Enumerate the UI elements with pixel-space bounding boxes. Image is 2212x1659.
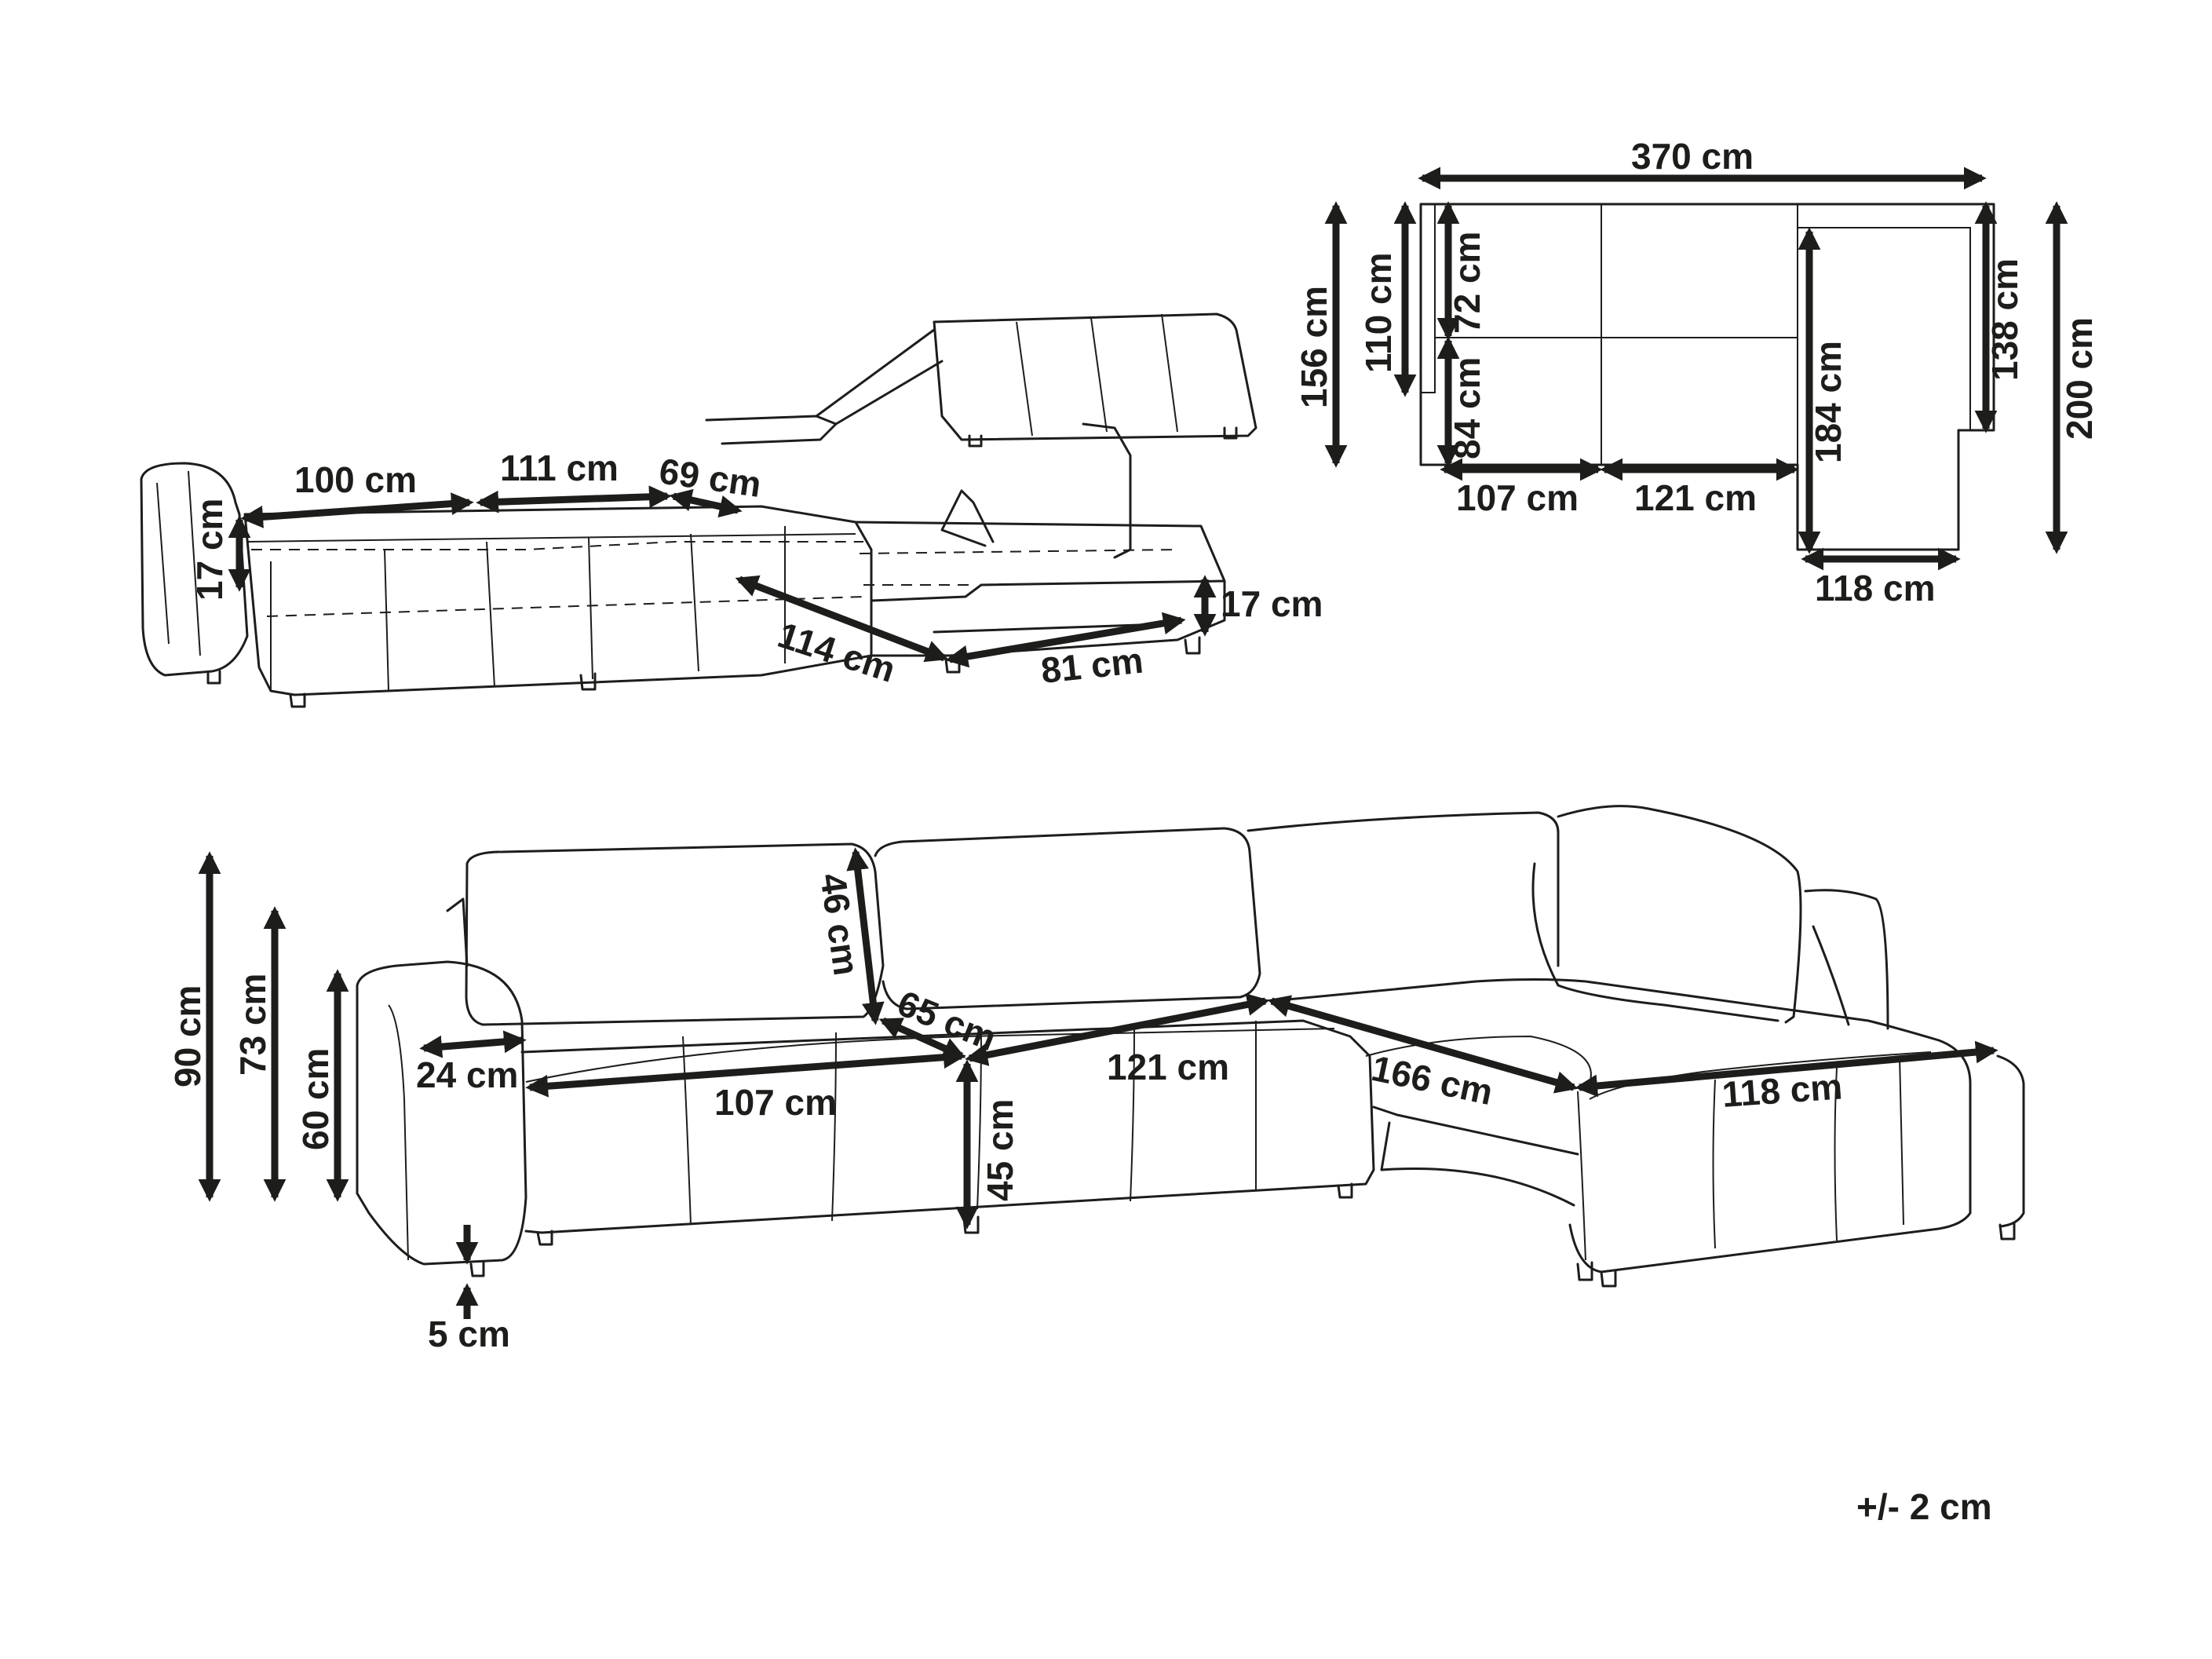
- arrow-69: [669, 488, 743, 518]
- label-90: 90 cm: [167, 985, 208, 1087]
- bed-view-dimensions: [228, 485, 1217, 668]
- arrow-111: [476, 485, 672, 513]
- label-107-top: 107 cm: [1456, 477, 1579, 518]
- label-138: 138 cm: [1984, 258, 2025, 381]
- arrow-118-front: [1575, 1040, 1998, 1098]
- arrow-100: [240, 492, 474, 528]
- label-60: 60 cm: [295, 1048, 336, 1150]
- arrow-166: [1267, 995, 1579, 1094]
- tolerance-note: +/- 2 cm: [1856, 1486, 1992, 1527]
- arrow-107-front: [525, 1046, 966, 1098]
- label-84: 84 cm: [1447, 357, 1487, 459]
- label-200: 200 cm: [2059, 317, 2100, 440]
- arrow-114: [735, 575, 949, 663]
- top-view-dimensions: [1324, 166, 2068, 571]
- arrow-81: [945, 612, 1186, 668]
- label-110: 110 cm: [1358, 253, 1399, 373]
- sofa-view-dimensions: [198, 847, 1998, 1319]
- label-45: 45 cm: [980, 1099, 1020, 1201]
- label-121-top: 121 cm: [1634, 477, 1757, 518]
- label-17-left: 17 cm: [189, 499, 230, 601]
- label-5: 5 cm: [428, 1314, 510, 1354]
- label-118-front: 118 cm: [1721, 1065, 1844, 1115]
- label-24: 24 cm: [416, 1054, 518, 1095]
- label-114: 114 cm: [773, 614, 900, 690]
- label-121-front: 121 cm: [1107, 1047, 1229, 1087]
- arrow-46: [846, 847, 885, 1025]
- label-184: 184 cm: [1808, 341, 1849, 463]
- arrow-121-front: [965, 993, 1270, 1066]
- label-370: 370 cm: [1631, 136, 1754, 177]
- label-107-front: 107 cm: [714, 1082, 837, 1123]
- label-118-top: 118 cm: [1815, 568, 1935, 608]
- label-73: 73 cm: [232, 974, 273, 1076]
- label-156: 156 cm: [1294, 286, 1334, 408]
- label-69: 69 cm: [657, 450, 764, 505]
- label-72: 72 cm: [1447, 232, 1487, 334]
- label-17-right: 17 cm: [1221, 583, 1323, 624]
- label-100: 100 cm: [294, 459, 417, 500]
- label-111: 111 cm: [500, 448, 619, 488]
- arrow-24: [419, 1030, 527, 1058]
